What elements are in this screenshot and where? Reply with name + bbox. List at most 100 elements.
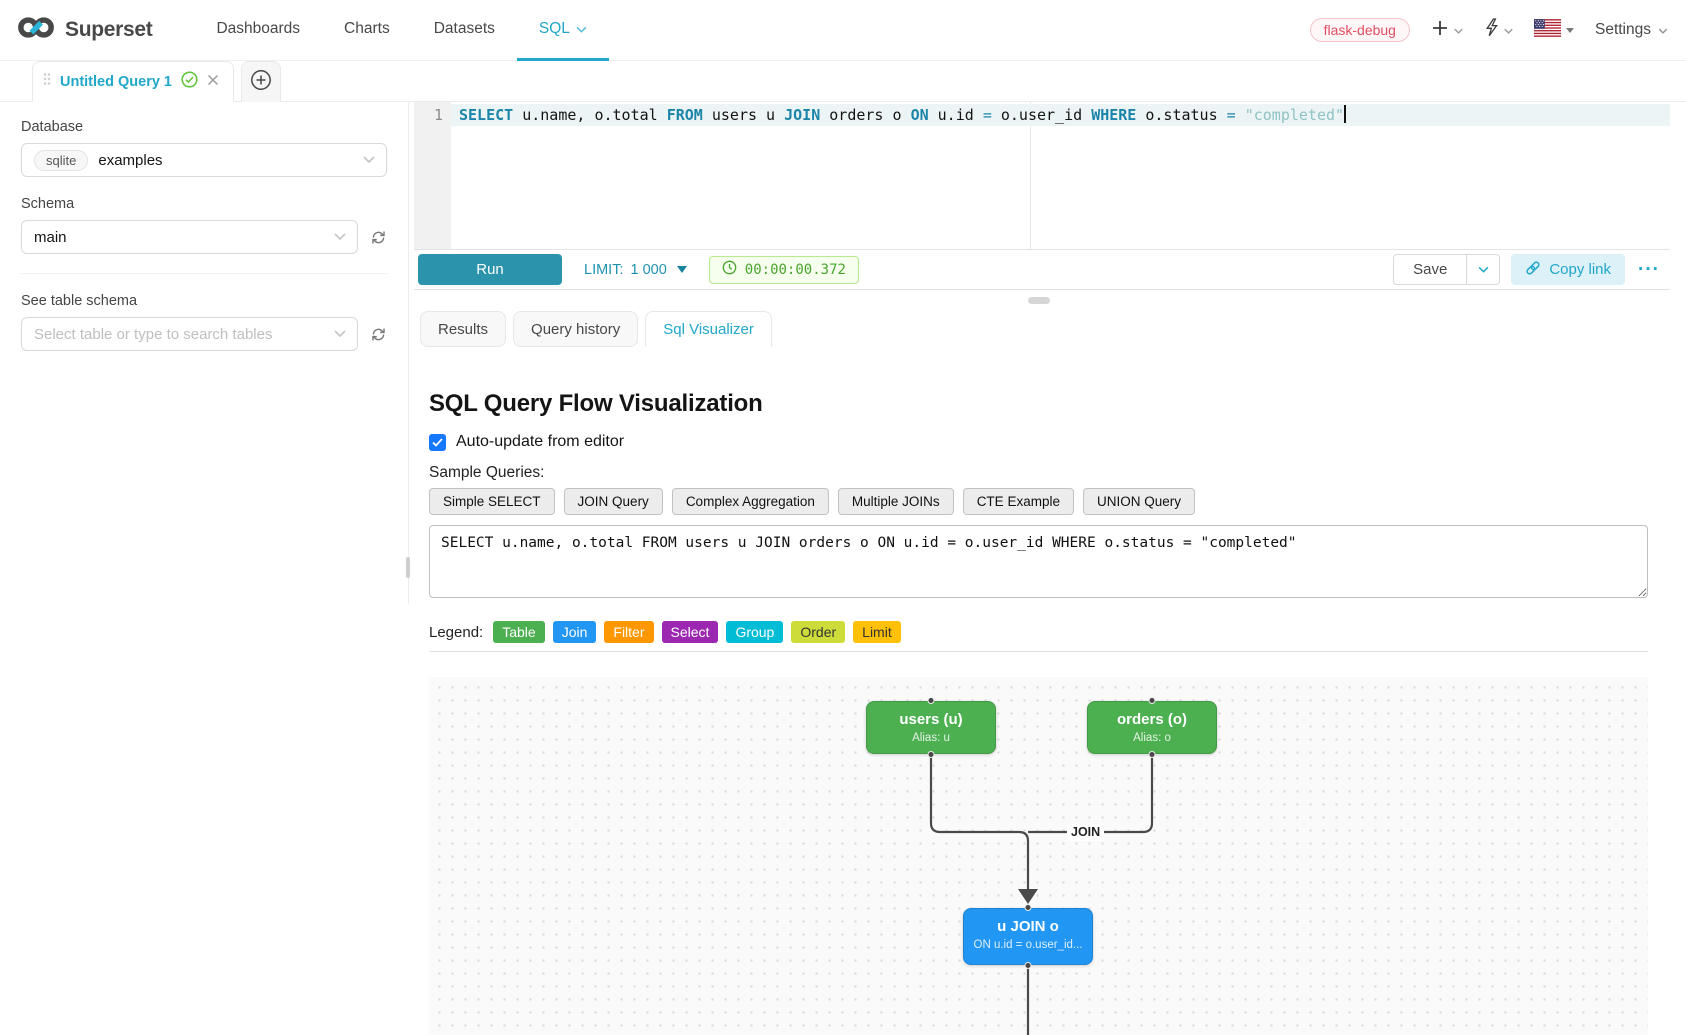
- db-engine-badge: sqlite: [34, 150, 88, 171]
- line-number: 1: [414, 102, 451, 126]
- main-nav: Dashboards Charts Datasets SQL: [194, 0, 608, 61]
- sqllab-left-panel: Database sqlite examples Schema main See…: [0, 102, 408, 1034]
- legend-chip-filter: Filter: [604, 621, 653, 643]
- language-selector[interactable]: [1534, 19, 1574, 42]
- us-flag-icon: [1534, 19, 1561, 42]
- node-port: [928, 697, 935, 704]
- database-select[interactable]: sqlite examples: [21, 143, 387, 177]
- table-select[interactable]: Select table or type to search tables: [21, 317, 358, 351]
- legend-chip-select: Select: [662, 621, 719, 643]
- superset-brand[interactable]: Superset: [16, 14, 152, 46]
- run-button[interactable]: Run: [418, 254, 562, 285]
- chevron-down-icon: [334, 228, 346, 246]
- legend-chip-group: Group: [726, 621, 783, 643]
- new-query-tab-button[interactable]: [241, 61, 281, 102]
- sample-simple-select-button[interactable]: Simple SELECT: [429, 488, 555, 515]
- tab-results[interactable]: Results: [420, 311, 506, 347]
- divider: [429, 651, 1648, 652]
- nav-datasets[interactable]: Datasets: [412, 0, 517, 61]
- refresh-tables-icon[interactable]: [370, 326, 387, 343]
- panel-divider: [408, 102, 409, 604]
- tab-sql-visualizer[interactable]: Sql Visualizer: [645, 311, 772, 347]
- query-lightning-dropdown[interactable]: [1484, 18, 1513, 42]
- plus-circle-icon: [250, 69, 272, 96]
- sample-query-buttons: Simple SELECT JOIN Query Complex Aggrega…: [429, 488, 1648, 515]
- query-timer: 00:00:00.372: [709, 256, 859, 284]
- flow-node-users[interactable]: users (u) Alias: u: [866, 701, 996, 754]
- sql-code-line: SELECT u.name, o.total FROM users u JOIN…: [459, 104, 1346, 126]
- join-edge-label: JOIN: [1067, 824, 1104, 841]
- legend-label: Legend:: [429, 624, 483, 641]
- flow-node-orders[interactable]: orders (o) Alias: o: [1087, 701, 1217, 754]
- panel-resize-handle[interactable]: [406, 557, 410, 578]
- sample-join-query-button[interactable]: JOIN Query: [564, 488, 663, 515]
- query-tab[interactable]: Untitled Query 1: [32, 61, 234, 102]
- lightning-icon: [1484, 18, 1499, 42]
- new-item-dropdown[interactable]: [1431, 19, 1463, 42]
- chevron-down-icon: [1504, 21, 1513, 39]
- legend: Legend: Table Join Filter Select Group O…: [429, 621, 1648, 643]
- clock-icon: [722, 260, 737, 279]
- flow-edges: [429, 677, 1648, 1035]
- chevron-down-icon: [1454, 21, 1463, 39]
- nav-dashboards[interactable]: Dashboards: [194, 0, 322, 61]
- nav-sql[interactable]: SQL: [517, 0, 609, 61]
- flow-node-join[interactable]: u JOIN o ON u.id = o.user_id...: [963, 908, 1093, 965]
- sample-cte-example-button[interactable]: CTE Example: [963, 488, 1074, 515]
- save-button[interactable]: Save: [1393, 254, 1467, 285]
- chevron-down-icon: [334, 325, 346, 343]
- chevron-down-icon: [576, 20, 587, 38]
- close-tab-icon[interactable]: [207, 73, 219, 91]
- legend-chip-join: Join: [553, 621, 597, 643]
- nav-charts[interactable]: Charts: [322, 0, 412, 61]
- sample-complex-aggregation-button[interactable]: Complex Aggregation: [672, 488, 829, 515]
- brand-name: Superset: [65, 18, 152, 42]
- sample-union-query-button[interactable]: UNION Query: [1083, 488, 1195, 515]
- settings-menu[interactable]: Settings: [1595, 21, 1668, 39]
- schema-label: Schema: [21, 196, 408, 212]
- sql-visualizer-pane: SQL Query Flow Visualization Auto-update…: [414, 390, 1670, 1035]
- chevron-down-icon: [363, 151, 375, 169]
- chevron-down-icon: [1658, 21, 1668, 39]
- divider: [21, 273, 387, 274]
- environment-badge: flask-debug: [1310, 18, 1410, 42]
- pane-splitter: [414, 290, 1670, 311]
- legend-chip-order: Order: [791, 621, 845, 643]
- splitter-grip[interactable]: [1028, 297, 1050, 304]
- refresh-schemas-icon[interactable]: [370, 229, 387, 246]
- node-port: [1149, 751, 1156, 758]
- superset-logo: [16, 14, 56, 46]
- caret-down-icon: [1566, 28, 1574, 33]
- text-cursor: [1344, 105, 1346, 123]
- sample-queries-label: Sample Queries:: [429, 464, 1648, 482]
- query-saved-check-icon: [181, 71, 198, 93]
- more-options-button[interactable]: ···: [1638, 265, 1660, 275]
- schema-select[interactable]: main: [21, 220, 358, 254]
- caret-down-icon: [677, 266, 687, 273]
- table-schema-label: See table schema: [21, 293, 408, 309]
- flow-diagram-canvas[interactable]: JOIN users (u) Alias: u orders (o) Alias…: [429, 677, 1648, 1035]
- sql-editor[interactable]: 1 SELECT u.name, o.total FROM users u JO…: [414, 102, 1670, 250]
- database-label: Database: [21, 119, 408, 135]
- node-port: [1025, 962, 1032, 969]
- query-tab-strip: Untitled Query 1: [0, 61, 1686, 102]
- auto-update-label: Auto-update from editor: [456, 433, 624, 451]
- result-tabs: Results Query history Sql Visualizer: [420, 311, 1670, 347]
- query-tab-label: Untitled Query 1: [60, 74, 172, 90]
- drag-handle-icon[interactable]: [43, 72, 51, 91]
- plus-icon: [1431, 19, 1449, 42]
- editor-toolbar: Run LIMIT: 1 000 00:00:00.372 Save: [414, 250, 1670, 290]
- legend-chip-limit: Limit: [853, 621, 901, 643]
- top-navbar: Superset Dashboards Charts Datasets SQL …: [0, 0, 1686, 61]
- editor-gutter: 1: [414, 102, 451, 249]
- query-input-textarea[interactable]: SELECT u.name, o.total FROM users u JOIN…: [429, 525, 1648, 598]
- link-icon: [1525, 260, 1541, 280]
- copy-link-button[interactable]: Copy link: [1511, 254, 1625, 285]
- auto-update-checkbox[interactable]: [429, 434, 446, 451]
- page-title: SQL Query Flow Visualization: [429, 390, 1648, 418]
- node-port: [928, 751, 935, 758]
- sample-multiple-joins-button[interactable]: Multiple JOINs: [838, 488, 954, 515]
- limit-dropdown[interactable]: LIMIT: 1 000: [584, 262, 687, 278]
- tab-query-history[interactable]: Query history: [513, 311, 638, 347]
- save-dropdown-button[interactable]: [1467, 254, 1500, 285]
